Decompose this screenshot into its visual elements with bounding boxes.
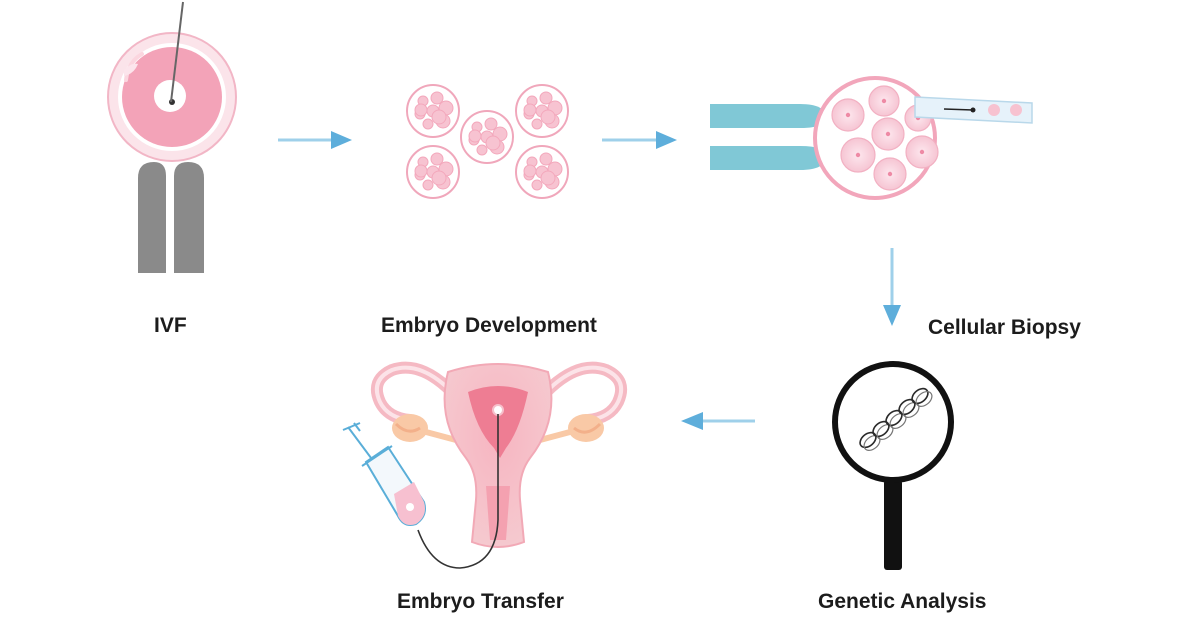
embryo-icon (515, 84, 569, 138)
arrow-ivf-to-development (278, 131, 352, 149)
biopsy-needle-icon (914, 96, 1033, 124)
magnifying-glass-icon (832, 361, 954, 570)
syringe-icon (342, 422, 426, 526)
arrow-biopsy-to-genetic (883, 248, 901, 326)
embryo-icon (460, 110, 514, 164)
holding-pipette-icon (710, 104, 826, 170)
blastomere-icon (840, 137, 876, 173)
dna-helix-icon (859, 387, 933, 451)
step-label-ivf: IVF (154, 314, 187, 337)
blastomere-icon (871, 117, 905, 151)
embryo-icon (406, 84, 460, 138)
step-label-cellular-biopsy: Cellular Biopsy (928, 316, 1081, 339)
blastomere-icon (831, 98, 865, 132)
catheter-icon (417, 414, 499, 569)
pipette-holder-icon (138, 162, 204, 273)
embryo-icon (515, 145, 569, 199)
arrow-genetic-to-transfer (681, 412, 755, 430)
embryo-development-illustration (406, 84, 569, 199)
cellular-biopsy-illustration (710, 76, 1033, 200)
injection-needle-icon (170, 1, 184, 103)
step-label-embryo-development: Embryo Development (381, 314, 597, 337)
embryo-transfer-illustration (342, 361, 627, 569)
blastomere-icon (868, 85, 900, 117)
step-label-genetic-analysis: Genetic Analysis (818, 590, 987, 613)
step-label-embryo-transfer: Embryo Transfer (397, 590, 564, 613)
ivf-illustration (107, 1, 237, 273)
arrow-development-to-biopsy (602, 131, 677, 149)
embryo-cell-cluster-icon (813, 76, 939, 200)
genetic-analysis-illustration (832, 361, 954, 570)
embryo-icon (406, 145, 460, 199)
blastomere-icon (905, 135, 939, 169)
blastomere-icon (873, 157, 907, 191)
